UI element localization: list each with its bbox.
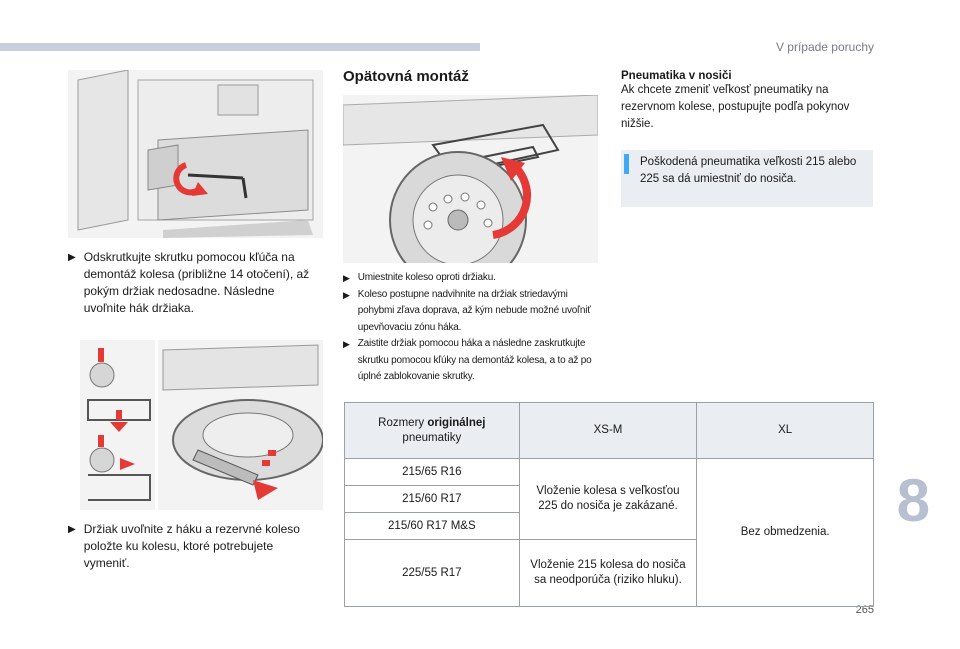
step-release-text: Držiak uvoľnite z háku a rezervné koleso… bbox=[83, 522, 300, 570]
header-xsm: XS-M bbox=[518, 402, 698, 459]
bullet-arrow-icon: ▶ bbox=[343, 273, 350, 283]
xsm-restriction-cell: Vloženie kolesa s veľkosťou 225 do nosič… bbox=[518, 458, 698, 540]
figure-hook-detail bbox=[80, 340, 155, 510]
table-row: 215/60 R17 M&S bbox=[344, 512, 874, 540]
info-box: Poškodená pneumatika veľkosti 215 alebo … bbox=[621, 150, 873, 207]
refit-step-2: ▶ Koleso postupne nadvihnite na držiak s… bbox=[343, 287, 598, 337]
bullet-arrow-icon: ▶ bbox=[343, 339, 350, 349]
header-original-tire: Rozmery originálnej pneumatiky bbox=[344, 402, 520, 459]
section-heading: Opätovná montáž bbox=[343, 68, 469, 85]
chapter-number: 8 bbox=[896, 467, 930, 534]
note-title: Pneumatika v nosiči bbox=[621, 70, 732, 82]
bullet-arrow-icon: ▶ bbox=[68, 252, 76, 263]
figure-unscrew-bolt bbox=[68, 70, 323, 238]
trunk-illustration bbox=[68, 70, 323, 238]
table-header-row: Rozmery originálnej pneumatiky XS-M XL bbox=[344, 402, 874, 459]
info-text: Poškodená pneumatika veľkosti 215 alebo … bbox=[640, 156, 857, 185]
refit-illustration bbox=[343, 95, 598, 263]
hook-illustration bbox=[80, 340, 155, 510]
header-accent-bar bbox=[0, 43, 480, 51]
xl-restriction-cell: Bez obmedzenia. bbox=[696, 458, 874, 607]
figure-refit-wheel bbox=[343, 95, 598, 263]
note-body: Ak chcete zmeniť veľkosť pneumatiky na r… bbox=[621, 84, 850, 130]
refit-steps: ▶ Umiestnite koleso oproti držiaku. ▶ Ko… bbox=[343, 270, 598, 386]
xsm-restriction-cell: Vloženie 215 kolesa do nosiča sa neodpor… bbox=[518, 539, 698, 607]
tire-size-cell: 215/60 R17 M&S bbox=[344, 512, 520, 540]
bullet-arrow-icon: ▶ bbox=[68, 524, 76, 535]
tire-size-table: Rozmery originálnej pneumatiky XS-M XL 2… bbox=[344, 402, 874, 607]
tire-size-cell: 225/55 R17 bbox=[344, 539, 520, 607]
header-xl: XL bbox=[696, 402, 874, 459]
section-title: V prípade poruchy bbox=[775, 40, 874, 54]
figure-lower-wheel bbox=[158, 340, 323, 510]
page-number: 265 bbox=[855, 604, 874, 616]
step-release: ▶ Držiak uvoľnite z háku a rezervné kole… bbox=[68, 521, 318, 572]
info-icon bbox=[621, 150, 632, 207]
step-unscrew: ▶ Odskrutkujte skrutku pomocou kľúča na … bbox=[68, 249, 318, 317]
table-row: 215/65 R16 Vloženie kolesa s veľkosťou 2… bbox=[344, 458, 874, 607]
step-unscrew-text: Odskrutkujte skrutku pomocou kľúča na de… bbox=[83, 250, 310, 315]
refit-step-3: ▶ Zaistite držiak pomocou háka a následn… bbox=[343, 336, 598, 386]
table-row: 225/55 R17 Vloženie 215 kolesa do nosiča… bbox=[344, 539, 874, 607]
tire-size-cell: 215/65 R16 bbox=[344, 458, 520, 486]
wheel-lowering-illustration bbox=[158, 340, 323, 510]
tire-size-cell: 215/60 R17 bbox=[344, 485, 520, 513]
spare-tire-note: Pneumatika v nosiči Ak chcete zmeniť veľ… bbox=[621, 70, 876, 133]
refit-step-1: ▶ Umiestnite koleso oproti držiaku. bbox=[343, 270, 598, 287]
bullet-arrow-icon: ▶ bbox=[343, 289, 350, 300]
